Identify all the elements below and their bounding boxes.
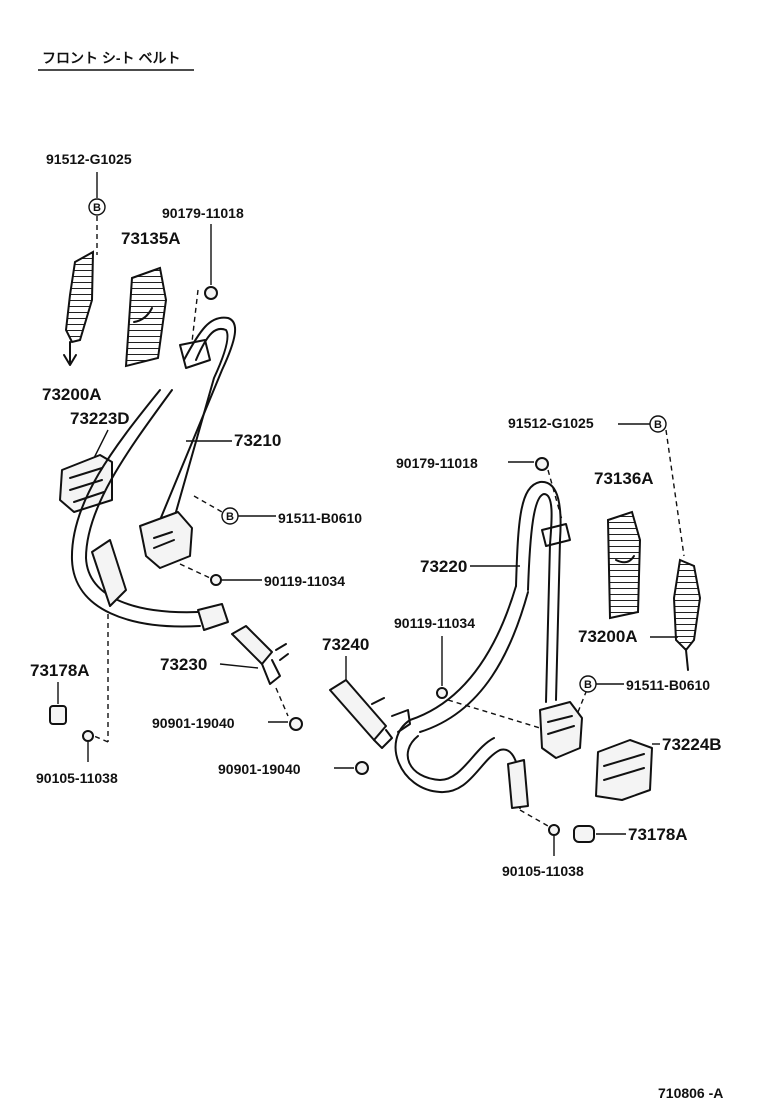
label-90179-right: 90179-11018 — [396, 455, 478, 471]
label-73223D: 73223D — [70, 409, 130, 428]
bolt-90901-b — [355, 761, 369, 775]
svg-text:B: B — [654, 419, 662, 431]
bolt-90901-a — [289, 717, 303, 731]
label-73136A: 73136A — [594, 469, 654, 488]
label-90901-a: 90901-19040 — [152, 715, 235, 731]
label-91511-left: 91511-B0610 — [278, 510, 362, 526]
diagram-title: フロント シ-ト ベルト — [42, 50, 180, 66]
anchor-plate-left — [63, 250, 95, 366]
label-90105-right: 90105-11038 — [502, 863, 584, 879]
belt-assembly-73210 — [70, 316, 237, 631]
label-90901-b: 90901-19040 — [218, 761, 301, 777]
retractor-cover-73223D — [59, 454, 113, 513]
label-73178A-right: 73178A — [628, 825, 688, 844]
label-90119-right: 90119-11034 — [394, 615, 475, 631]
label-73220: 73220 — [420, 557, 467, 576]
label-73210: 73210 — [234, 431, 281, 450]
buckle-73240 — [329, 679, 411, 749]
bolt-90105-left — [82, 730, 94, 742]
label-73200A-left: 73200A — [42, 385, 102, 404]
anchor-plate-right — [672, 558, 702, 671]
label-73200A-right: 73200A — [578, 627, 638, 646]
bolt-90179-left — [204, 286, 218, 300]
cap-73178A-right — [573, 825, 595, 843]
label-90179-left: 90179-11018 — [162, 205, 244, 221]
label-91512-right: 91512-G1025 — [508, 415, 594, 431]
figure-code: 710806 -A — [658, 1085, 723, 1101]
svg-text:B: B — [226, 511, 234, 523]
svg-text:B: B — [93, 202, 101, 214]
badge-b-right-top: B — [649, 415, 667, 433]
label-91511-right: 91511-B0610 — [626, 677, 710, 693]
cap-73178A-left — [49, 705, 67, 725]
label-90105-left: 90105-11038 — [36, 770, 118, 786]
label-73230: 73230 — [160, 655, 207, 674]
label-91512-left: 91512-G1025 — [46, 151, 132, 167]
buckle-73230 — [231, 625, 289, 685]
belt-assembly-73220 — [394, 480, 583, 809]
label-90119-left: 90119-11034 — [264, 573, 345, 589]
badge-b-right-mid: B — [579, 675, 597, 693]
cover-73136A — [606, 510, 642, 620]
bolt-90119-right — [436, 687, 448, 699]
retractor-cover-73224B — [595, 739, 653, 801]
badge-b-left-mid: B — [221, 507, 239, 525]
label-73135A: 73135A — [121, 229, 181, 248]
badge-b-left-top: B — [88, 198, 106, 216]
bolt-90179-right — [535, 457, 549, 471]
label-73224B: 73224B — [662, 735, 722, 754]
bolt-90105-right — [548, 824, 560, 836]
bolt-90119-left — [210, 574, 222, 586]
cover-73135A — [124, 266, 168, 368]
svg-text:B: B — [584, 679, 592, 691]
label-73240: 73240 — [322, 635, 369, 654]
label-73178A-left: 73178A — [30, 661, 90, 680]
